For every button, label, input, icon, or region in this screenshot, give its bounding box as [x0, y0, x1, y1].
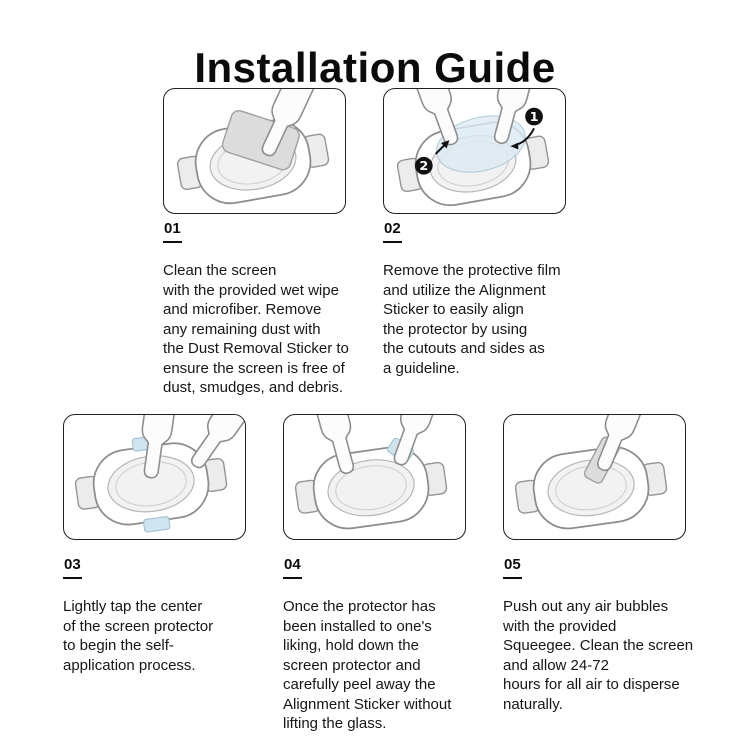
align-arrow-head-icon	[441, 140, 450, 149]
step-4-illustration	[290, 415, 452, 537]
step-5-text: Push out any air bubbles with the provid…	[503, 598, 694, 713]
badge-1-icon: 1	[525, 107, 543, 126]
step-3-illustration	[70, 415, 245, 533]
watch-icon	[290, 439, 452, 537]
step-2-text: Remove the protective film and utilize t…	[383, 262, 561, 377]
step-1-illustration	[171, 89, 335, 213]
peel-arrow-icon	[517, 127, 535, 146]
watch-icon	[510, 439, 672, 537]
step-4-text: Once the protector has been installed to…	[283, 598, 452, 732]
step-4-illustration-box	[283, 414, 466, 540]
step-4-number: 04	[283, 556, 302, 579]
peel-arrow-head-icon	[510, 142, 519, 150]
step-3-number: 03	[63, 556, 82, 579]
badge-2-icon: 2	[414, 156, 433, 175]
step-1-text: Clean the screen with the provided wet w…	[163, 262, 349, 396]
step-3-text: Lightly tap the center of the screen pro…	[63, 598, 214, 674]
step-5-illustration	[510, 415, 672, 537]
step-2-illustration-box: 1 2	[383, 88, 566, 214]
align-arrow-icon	[434, 144, 446, 155]
step-5-number: 05	[503, 556, 522, 579]
step-5-illustration-box	[503, 414, 686, 540]
step-3-illustration-box	[63, 414, 246, 540]
page-title: Installation Guide	[194, 44, 556, 92]
step-2-illustration: 1 2	[391, 89, 555, 213]
svg-text:2: 2	[419, 159, 428, 174]
step-1-number: 01	[163, 220, 182, 243]
step-2-number: 02	[383, 220, 402, 243]
svg-text:1: 1	[530, 110, 539, 125]
step-1-illustration-box	[163, 88, 346, 214]
